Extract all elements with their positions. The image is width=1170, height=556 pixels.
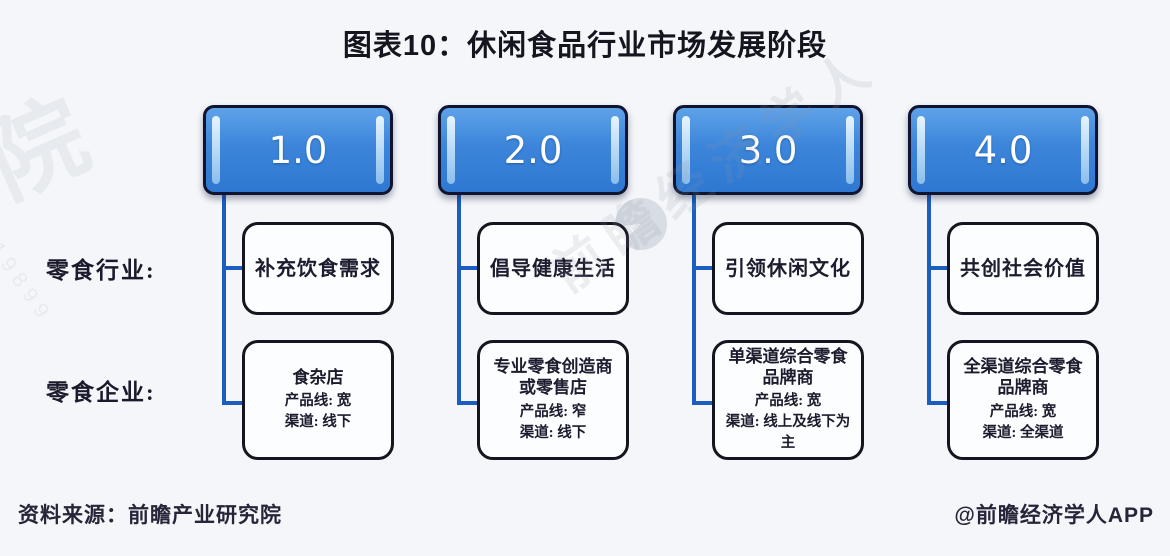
stage-number: 3.0 [738, 128, 798, 172]
connector-branch-industry [929, 266, 950, 270]
source-note: 资料来源：前瞻产业研究院 [18, 504, 282, 527]
connector-vertical-line [692, 192, 696, 405]
stage-column-1: 1.0 补充饮食需求 食杂店 产品线: 宽 渠道: 线下 [203, 105, 394, 465]
row-label-industry: 零食行业: [46, 258, 156, 283]
industry-box: 共创社会价值 [947, 222, 1099, 315]
connector-branch-industry [224, 266, 245, 270]
enterprise-title: 单渠道综合零食品牌商 [728, 346, 848, 387]
connector-branch-enterprise [694, 401, 715, 405]
stage-header: 1.0 [203, 105, 393, 195]
connector-branch-industry [459, 266, 480, 270]
stage-number: 2.0 [503, 128, 563, 172]
stage-column-3: 3.0 引领休闲文化 单渠道综合零食品牌商 产品线: 宽 渠道: 线上及线下为主 [673, 105, 864, 465]
enterprise-box: 食杂店 产品线: 宽 渠道: 线下 [242, 340, 394, 460]
industry-text: 共创社会价值 [960, 257, 1086, 280]
product-line-text: 产品线: 窄 [519, 403, 587, 420]
enterprise-title: 食杂店 [292, 367, 344, 387]
industry-text: 倡导健康生活 [490, 257, 616, 280]
connector-branch-enterprise [224, 401, 245, 405]
stage-header: 2.0 [438, 105, 628, 195]
industry-text: 补充饮食需求 [255, 257, 381, 280]
connector-branch-enterprise [929, 401, 950, 405]
product-line-text: 产品线: 宽 [989, 403, 1057, 420]
connector-vertical-line [457, 192, 461, 405]
channel-text: 渠道: 全渠道 [982, 424, 1064, 441]
watermark-left-seal: 院 [0, 81, 104, 219]
connector-vertical-line [222, 192, 226, 405]
channel-text: 渠道: 线下 [519, 424, 587, 441]
channel-text: 渠道: 线上及线下为主 [725, 414, 851, 452]
industry-box: 倡导健康生活 [477, 222, 629, 315]
connector-vertical-line [927, 192, 931, 405]
channel-text: 渠道: 线下 [284, 414, 352, 431]
connector-branch-industry [694, 266, 715, 270]
enterprise-title: 专业零食创造商或零售店 [493, 357, 613, 398]
stage-header: 3.0 [673, 105, 863, 195]
product-line-text: 产品线: 宽 [284, 393, 352, 410]
stage-column-4: 4.0 共创社会价值 全渠道综合零食品牌商 产品线: 宽 渠道: 全渠道 [908, 105, 1099, 465]
connector-branch-enterprise [459, 401, 480, 405]
product-line-text: 产品线: 宽 [754, 393, 822, 410]
credit-note: @前瞻经济学人APP [954, 504, 1154, 527]
stage-number: 1.0 [268, 128, 328, 172]
stage-column-2: 2.0 倡导健康生活 专业零食创造商或零售店 产品线: 窄 渠道: 线下 [438, 105, 629, 465]
industry-box: 补充饮食需求 [242, 222, 394, 315]
enterprise-title: 全渠道综合零食品牌商 [963, 357, 1083, 398]
page-title: 图表10：休闲食品行业市场发展阶段 [342, 30, 828, 62]
stage-header: 4.0 [908, 105, 1098, 195]
enterprise-box: 单渠道综合零食品牌商 产品线: 宽 渠道: 线上及线下为主 [712, 340, 864, 460]
industry-box: 引领休闲文化 [712, 222, 864, 315]
stage-number: 4.0 [973, 128, 1033, 172]
row-label-enterprise: 零食企业: [46, 380, 156, 405]
enterprise-box: 全渠道综合零食品牌商 产品线: 宽 渠道: 全渠道 [947, 340, 1099, 460]
enterprise-box: 专业零食创造商或零售店 产品线: 窄 渠道: 线下 [477, 340, 629, 460]
industry-text: 引领休闲文化 [725, 257, 851, 280]
